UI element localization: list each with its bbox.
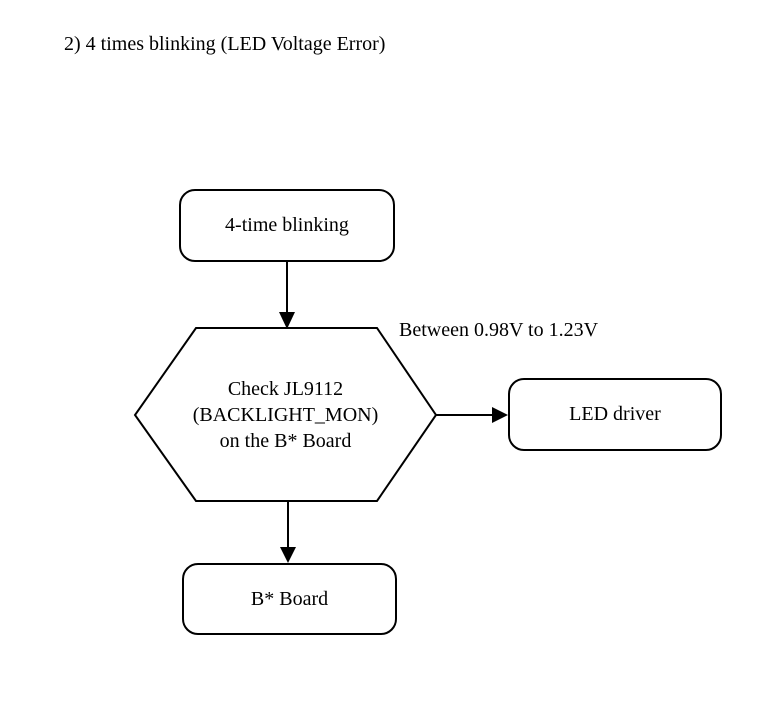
- start-node-label: 4-time blinking: [225, 214, 349, 236]
- led-driver-node-label: LED driver: [569, 403, 661, 425]
- arrowhead-right-icon: [492, 407, 508, 423]
- voltage-range-annotation: Between 0.98V to 1.23V: [399, 319, 599, 341]
- page-title: 2) 4 times blinking (LED Voltage Error): [64, 33, 386, 55]
- led-driver-node: LED driver: [508, 378, 722, 451]
- check-node-line1: Check JL9112: [227, 377, 344, 400]
- arrowhead-down-icon: [280, 547, 296, 563]
- b-board-node-label: B* Board: [250, 587, 329, 610]
- check-node-line3: on the B* Board: [219, 429, 352, 452]
- check-node: Check JL9112 (BACKLIGHT_MON) on the B* B…: [135, 328, 436, 501]
- hexagon-shape: [133, 327, 438, 502]
- start-node: 4-time blinking: [179, 189, 395, 262]
- check-node-line2: (BACKLIGHT_MON): [192, 403, 379, 426]
- arrowhead-down-icon: [279, 312, 295, 329]
- b-board-node: B* Board: [182, 563, 397, 635]
